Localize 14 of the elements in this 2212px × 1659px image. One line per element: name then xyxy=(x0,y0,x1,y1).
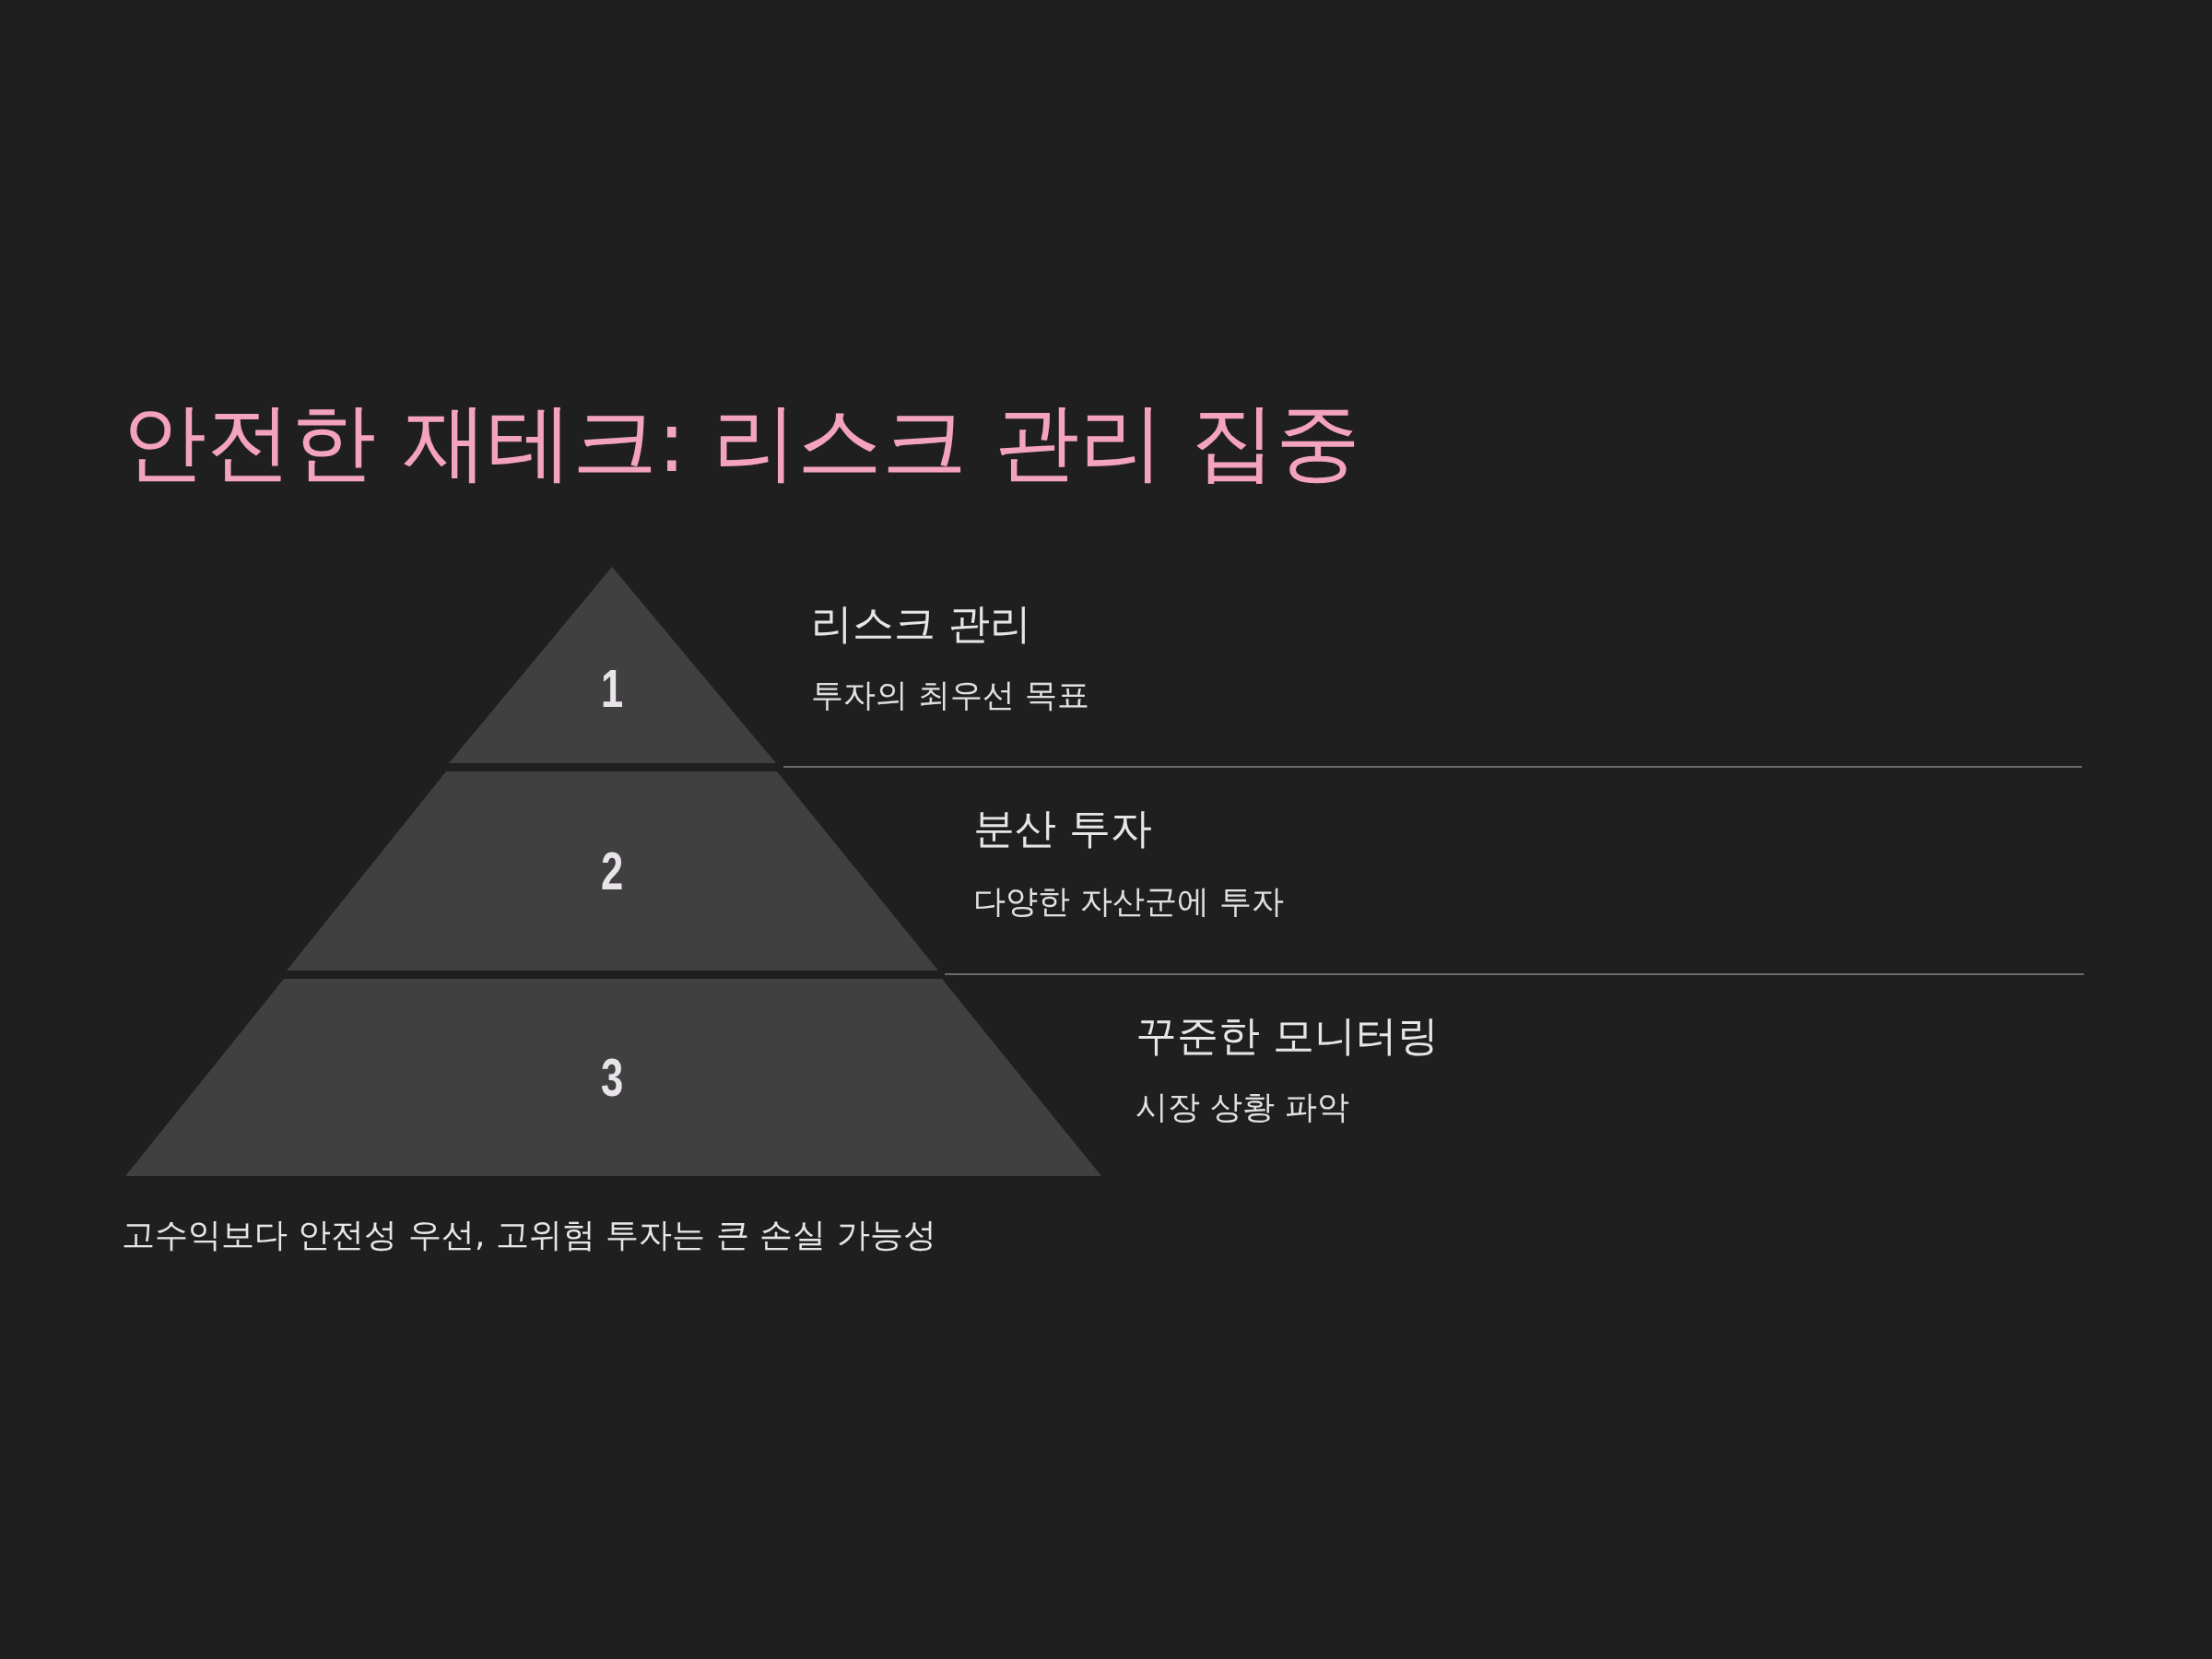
tier-heading: 분산 투자 xyxy=(973,804,1153,853)
tier-number: 1 xyxy=(599,662,625,716)
tier-description: 투자의 최우선 목표 xyxy=(811,676,1090,714)
caption: 고수익보다 안전성 우선, 고위험 투자는 큰 손실 가능성 xyxy=(122,1215,936,1255)
title: 안전한 재테크: 리스크 관리 집중 xyxy=(122,392,1360,493)
pyramid-tier xyxy=(449,567,776,763)
tier-number: 2 xyxy=(599,844,625,898)
tier-description: 시장 상황 파악 xyxy=(1135,1088,1350,1126)
tier-heading: 꾸준한 모니터링 xyxy=(1135,1011,1440,1061)
tier-number: 3 xyxy=(599,1051,625,1104)
tier-heading: 리스크 관리 xyxy=(811,599,1032,649)
pyramid-tier xyxy=(287,771,938,971)
tier-description: 다양한 자산군에 투자 xyxy=(973,882,1285,921)
pyramid-tier xyxy=(125,979,1101,1176)
